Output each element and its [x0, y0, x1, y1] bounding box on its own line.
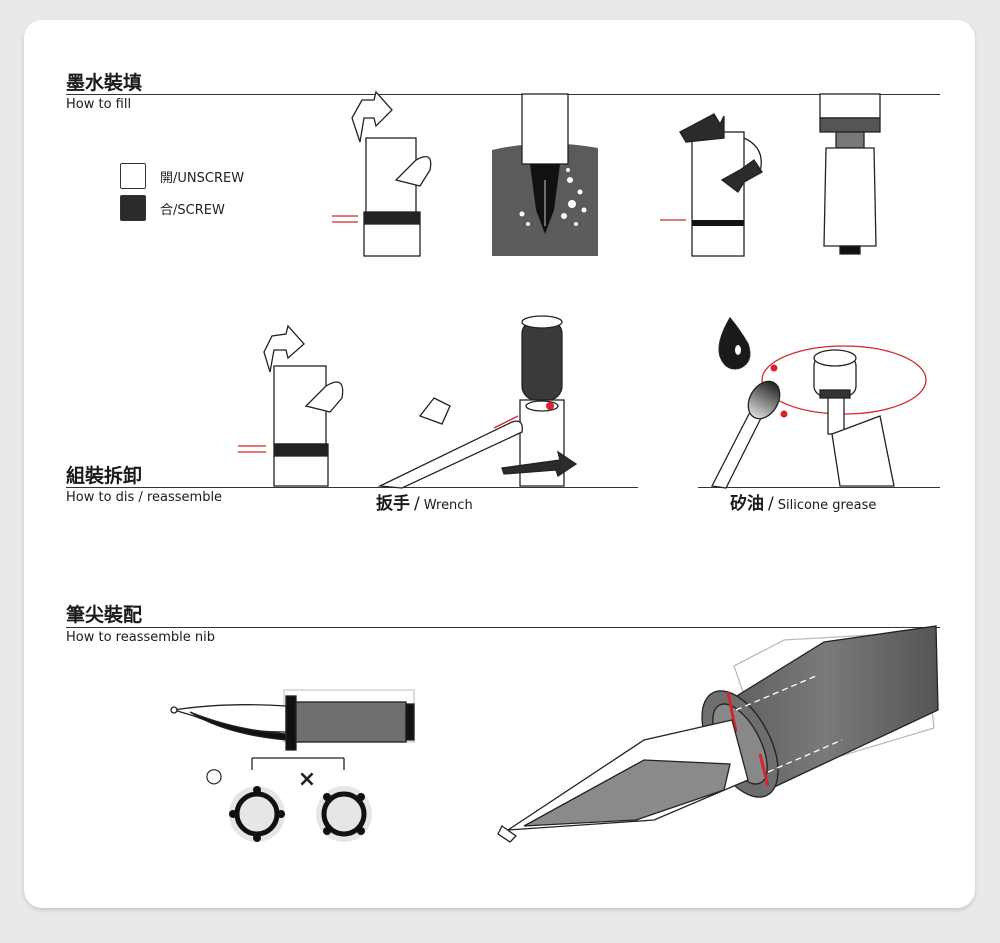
fill-step2-ink-dip-illustration [492, 93, 598, 256]
nib-3d-closeup-illustration [497, 625, 939, 843]
illustrations: ○ × [170, 90, 939, 843]
wrench-caption-zh: 扳手 [376, 494, 410, 514]
assemble-section-title: 組裝拆卸 [66, 465, 143, 487]
nib-section-rule [66, 627, 940, 628]
grease-caption-sep: / [768, 494, 774, 514]
grease-caption-en: Silicone grease [777, 498, 877, 513]
wrench-caption-en: Wrench [423, 498, 473, 513]
nib-ring-correct-illustration [229, 786, 285, 842]
wrench-caption: 扳手/Wrench [376, 489, 473, 514]
nib-side-view-illustration [170, 689, 415, 770]
wrench-caption-sep: / [414, 494, 420, 514]
legend-screw-swatch [120, 195, 146, 221]
fill-step1-unscrew-illustration [332, 90, 432, 257]
nib-section-title: 筆尖裝配 [66, 604, 143, 626]
nib-section-subtitle: How to reassemble nib [66, 630, 216, 645]
silicone-grease-illustration [711, 316, 927, 489]
nib-wrong-mark: × [298, 767, 316, 792]
fill-step4-barrel-illustration [819, 93, 881, 255]
fill-section-title: 墨水裝填 [66, 72, 143, 94]
fill-section-rule [66, 94, 940, 95]
assemble-section-rule-left [66, 487, 638, 488]
grease-caption-zh: 矽油 [730, 494, 764, 514]
wrench-illustration [377, 315, 578, 489]
instruction-card: 墨水裝填 How to fill 開/UNSCREW 合/SCREW 組裝拆卸 … [24, 20, 975, 908]
legend-screw-label: 合/SCREW [160, 203, 225, 218]
legend-unscrew-label: 開/UNSCREW [160, 171, 245, 186]
assemble-section-subtitle: How to dis / reassemble [66, 490, 223, 505]
grease-caption: 矽油/Silicone grease [730, 489, 876, 514]
nib-ring-wrong-illustration [316, 786, 372, 842]
assemble-section-rule-right [698, 487, 940, 488]
fill-step3-screw-illustration [660, 113, 763, 257]
fill-section-subtitle: How to fill [66, 97, 132, 112]
assemble-unscrew-illustration [238, 324, 344, 487]
nib-correct-mark: ○ [205, 763, 222, 787]
legend-unscrew-swatch [120, 163, 146, 189]
